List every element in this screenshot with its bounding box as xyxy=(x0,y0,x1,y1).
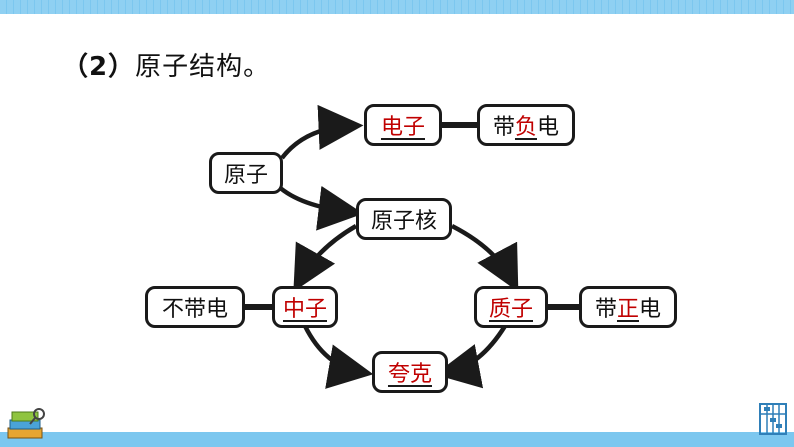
arrow-neutron-quark xyxy=(302,324,374,389)
arrow-atom-electron xyxy=(280,104,364,160)
node-electron: 电子 xyxy=(364,104,442,146)
node-quark: 夸克 xyxy=(372,351,448,393)
books-icon xyxy=(7,408,45,439)
node-electron-charge: 带负电 xyxy=(477,104,575,146)
connector-neutron xyxy=(245,304,273,310)
connector-electron xyxy=(442,122,478,128)
connector-proton xyxy=(548,304,580,310)
bottom-decor-bar xyxy=(0,432,794,447)
arrow-nucleus-neutron xyxy=(293,224,358,292)
node-neutron-charge: 不带电 xyxy=(145,286,245,328)
abacus-icon xyxy=(759,403,787,435)
node-neutron: 中子 xyxy=(272,286,338,328)
arrow-proton-quark xyxy=(434,324,507,389)
node-proton: 质子 xyxy=(474,286,548,328)
page-title: （2）原子结构。 xyxy=(62,46,270,83)
top-decor-bar xyxy=(0,0,794,14)
arrow-nucleus-proton xyxy=(450,223,519,292)
title-number: （2） xyxy=(62,52,136,82)
node-proton-charge: 带正电 xyxy=(579,286,677,328)
arrow-atom-nucleus xyxy=(276,184,364,231)
node-nucleus: 原子核 xyxy=(356,198,452,240)
title-text: 原子结构。 xyxy=(135,52,271,82)
node-atom: 原子 xyxy=(209,152,283,194)
